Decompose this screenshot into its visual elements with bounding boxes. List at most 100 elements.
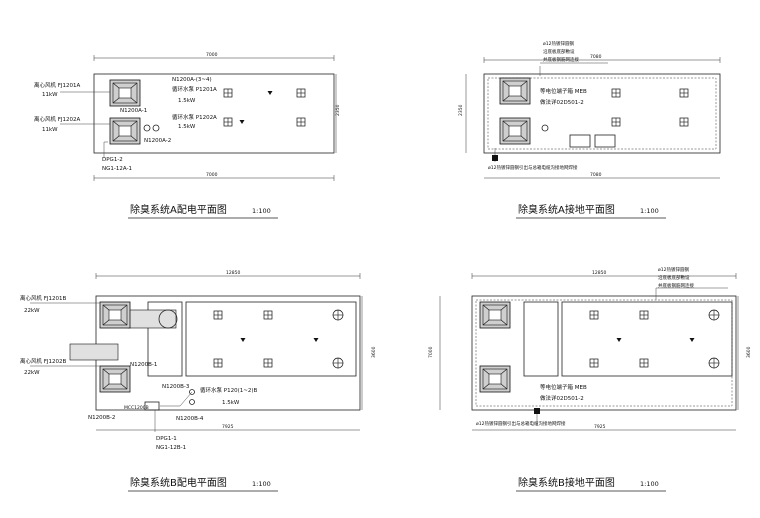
meb-label: 等电位端子箱 MEB (540, 383, 587, 391)
meb-ref: 做法详02D501-2 (540, 98, 584, 106)
fan2-power: 11kW (42, 127, 58, 133)
cable-label: N1200B-4 (176, 416, 204, 422)
cable-label: N1200A-(3~4) (172, 77, 212, 83)
feeder-label: NG1-12A-1 (102, 166, 132, 172)
lamp-icon (679, 88, 689, 98)
plan-scale: 1:100 (252, 207, 271, 215)
mcc-box (144, 401, 160, 411)
mcc-label: MCC1200B (124, 405, 149, 411)
plan-scale: 1:100 (640, 480, 659, 488)
fan2-power: 22kW (24, 370, 40, 376)
pump2-label: 循环水泵 P1202A (172, 113, 217, 121)
lamp-icon (332, 357, 344, 369)
fan2-label: 离心风机 FJ1202B (20, 357, 67, 365)
pump-label: 循环水泵 P120(1~2)B (200, 386, 257, 394)
lamp-icon (296, 117, 306, 127)
lamp-icon (263, 358, 273, 368)
lamp-icon (332, 309, 344, 321)
building-outline (471, 295, 737, 411)
plan-a-power: 7000 2350 7000 离心风机 FJ1201A 11kW 离心风机 FJ… (34, 52, 341, 219)
pump1-power: 1.5kW (178, 98, 196, 104)
lamp-icon (639, 310, 649, 320)
lamp-icon (708, 357, 720, 369)
plan-scale: 1:100 (640, 207, 659, 215)
dim-side-right: 3600 (746, 346, 752, 358)
fan1-label: 离心风机 FJ1201B (20, 294, 67, 302)
plan-title: 除臭系统B配电平面图 (130, 476, 227, 489)
cable-label: N1200A-2 (144, 138, 171, 144)
fan1-label: 离心风机 FJ1201A (34, 81, 81, 89)
lamp-icon (589, 310, 599, 320)
lamp-icon (213, 310, 223, 320)
lamp-icon (611, 117, 621, 127)
lamp-icon (679, 117, 689, 127)
socket-icon (313, 338, 319, 342)
dim-side: 2350 (458, 104, 464, 116)
plan-title: 除臭系统A配电平面图 (130, 203, 227, 216)
dim-bottom: 7925 (222, 424, 234, 430)
fan1-power: 11kW (42, 92, 58, 98)
plan-title: 除臭系统A接地平面图 (518, 203, 615, 216)
fan-unit-2 (499, 117, 531, 145)
plan-a-ground: 7080 2350 7080 ø12热镀锌圆钢 沿底板底部敷设 并底板钢筋网连接… (458, 40, 721, 219)
note-line3: 并底板钢筋网连接 (543, 56, 579, 63)
cable-label: N1200A-1 (120, 108, 147, 114)
fan2-label: 离心风机 FJ1202A (34, 115, 81, 123)
plan-scale: 1:100 (252, 480, 271, 488)
fan-unit-1 (109, 79, 141, 107)
dim-side: 2350 (335, 104, 341, 116)
pump1-label: 循环水泵 P1201A (172, 85, 217, 93)
pump-power: 1.5kW (222, 400, 240, 406)
fan-unit-1 (479, 301, 511, 329)
socket-icon (267, 91, 273, 95)
dim-bottom: 7925 (594, 424, 606, 430)
fan-unit-2 (109, 117, 141, 145)
building-outline (483, 73, 721, 154)
socket-icon (616, 338, 622, 342)
tank-outline (561, 301, 733, 377)
plan-title: 除臭系统B接地平面图 (518, 476, 615, 489)
note-line2: 沿底板底部敷设 (658, 274, 690, 281)
fan1-power: 22kW (24, 308, 40, 314)
cable-label: N1200B-3 (162, 384, 190, 390)
dim-bottom: 7080 (590, 172, 602, 178)
socket-icon (689, 338, 695, 342)
lamp-icon (263, 310, 273, 320)
pump2-power: 1.5kW (178, 124, 196, 130)
lamp-icon (223, 117, 233, 127)
plan-b-ground: 12850 7000 3600 7925 ø12热镀锌圆钢 沿底板底部敷设 并底… (428, 266, 752, 492)
dim-bottom: 7000 (206, 172, 218, 178)
socket-icon (240, 338, 246, 342)
building-outline (93, 73, 335, 154)
plan-b-power: 12850 3600 7925 离心风机 FJ1201B 22kW 离心风机 F… (20, 270, 377, 492)
feeder-label: NG1-12B-1 (156, 445, 186, 451)
lamp-icon (223, 88, 233, 98)
cable-label: N1200B-1 (130, 362, 157, 368)
dim-side-left: 7000 (428, 346, 434, 358)
note-line3: 并底板钢筋网连接 (658, 282, 694, 289)
lamp-icon (708, 309, 720, 321)
dim-top: 7080 (590, 54, 602, 60)
lamp-icon (589, 358, 599, 368)
dim-top: 12850 (226, 270, 240, 276)
lamp-icon (639, 358, 649, 368)
fan-unit-1 (99, 301, 131, 329)
panel-label: DPG1-2 (102, 157, 123, 163)
fan-unit-1 (499, 77, 531, 105)
dim-top: 12850 (592, 270, 606, 276)
dim-top: 7000 (206, 52, 218, 58)
bottom-note: ø12热镀锌圆钢引出与总箱电缆沟接地网焊接 (476, 420, 566, 427)
fan-unit-2 (99, 365, 131, 393)
lamp-icon (213, 358, 223, 368)
pump-symbol-1 (143, 124, 151, 132)
panel-label: DPG1-1 (156, 436, 177, 442)
bottom-note: ø12热镀锌圆钢引出与总箱电缆沟接地网焊接 (488, 164, 578, 171)
note-line1: ø12热镀锌圆钢 (658, 266, 689, 273)
dim-side: 3600 (371, 346, 377, 358)
note-line1: ø12热镀锌圆钢 (543, 40, 574, 47)
lamp-icon (296, 88, 306, 98)
pump-symbol-2 (152, 124, 160, 132)
cable-label: N1200B-2 (88, 415, 115, 421)
fan-unit-2 (479, 365, 511, 393)
